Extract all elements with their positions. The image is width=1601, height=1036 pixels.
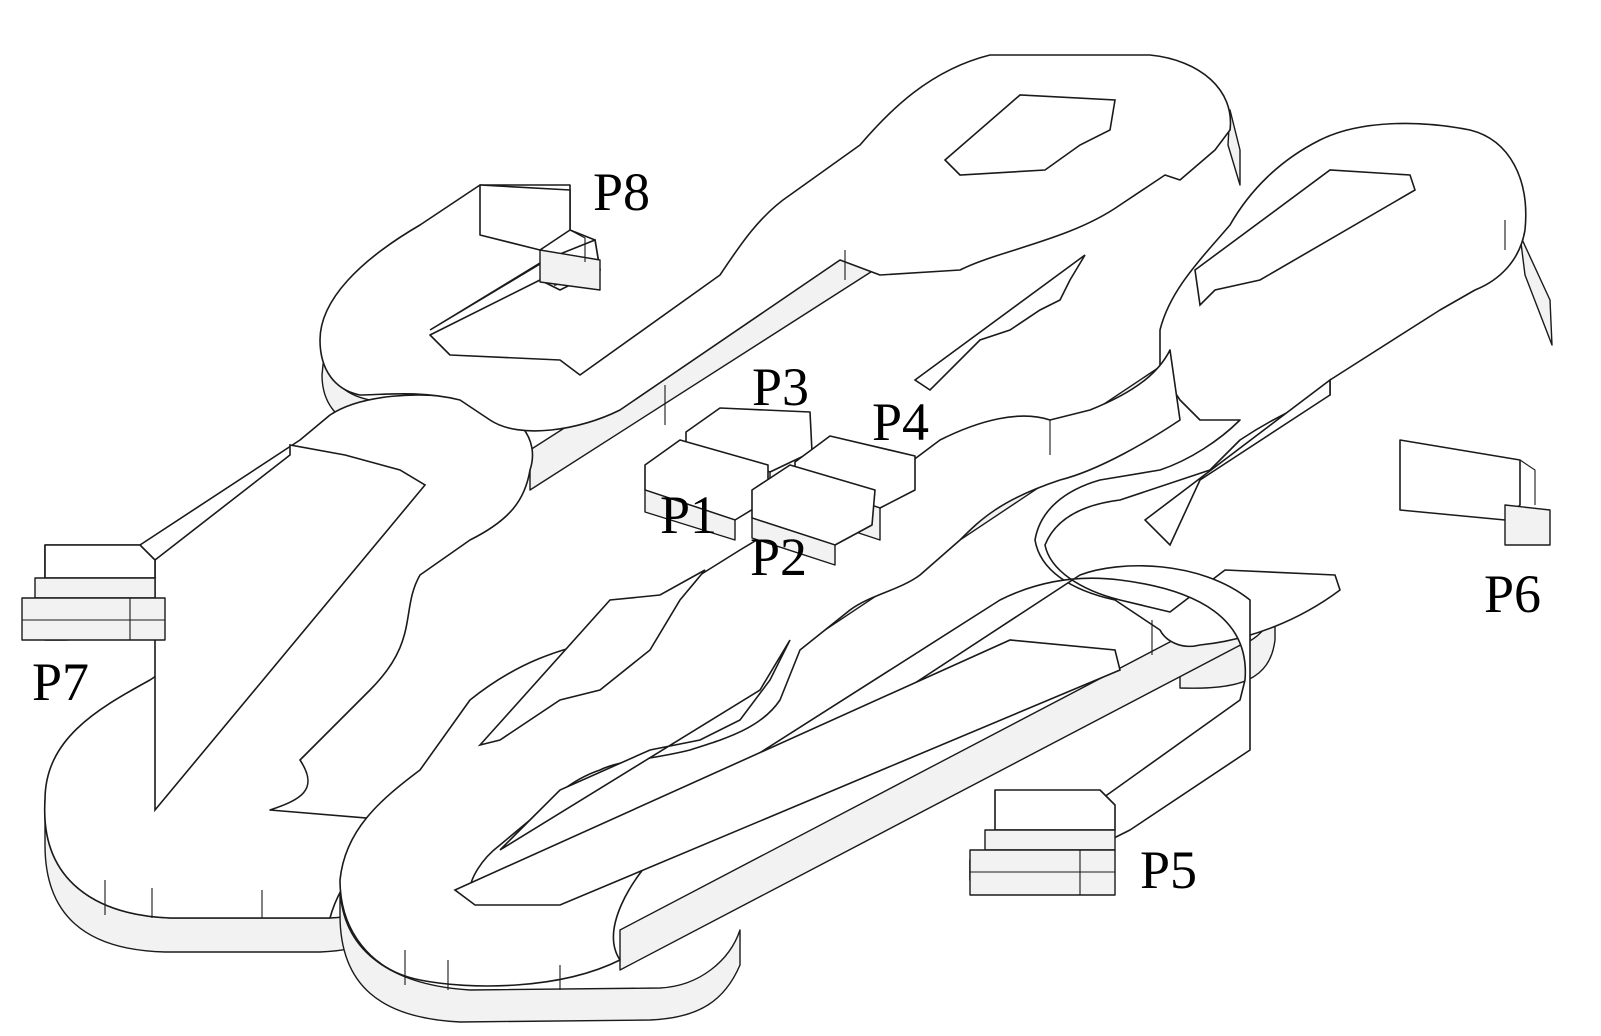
label-p5: P5 [1140,840,1198,900]
top-loop-rim [1227,109,1241,186]
rim-segment-lines [104,220,1506,990]
right-lower-slot [1143,378,1331,547]
lower-center-slot [453,639,1121,906]
p8-block [479,184,571,251]
p7-block-step1 [34,577,156,599]
p1-block-front [644,489,736,541]
label-p6: P6 [1484,564,1542,624]
p5-block-step1 [984,829,1116,851]
p7-block-step2 [21,597,166,641]
p6-block-front [1504,504,1551,546]
p7-block-edge [22,598,165,640]
port-blocks [21,184,1551,896]
p5-block-edge [970,850,1115,895]
p7-block [44,544,156,579]
p6-block [1399,439,1521,521]
top-loop-slot [943,94,1116,176]
p6-block-edge [1519,459,1536,505]
label-p8: P8 [593,162,651,222]
label-p2: P2 [750,527,808,587]
label-p7: P7 [32,652,90,712]
p2-block-front [751,517,836,566]
p5-block [994,789,1116,831]
p8-block-edge [569,229,586,262]
label-p1: P1 [660,485,718,545]
center-slot-bottom [499,639,791,851]
upper-right-loop-rim [1519,234,1553,346]
label-p4: P4 [872,392,930,452]
center-slot-lower [477,569,706,747]
center-slot-upper [913,254,1086,392]
right-loop-slot [1194,169,1416,307]
right-loop [1034,122,1527,648]
label-p3: P3 [752,357,810,417]
